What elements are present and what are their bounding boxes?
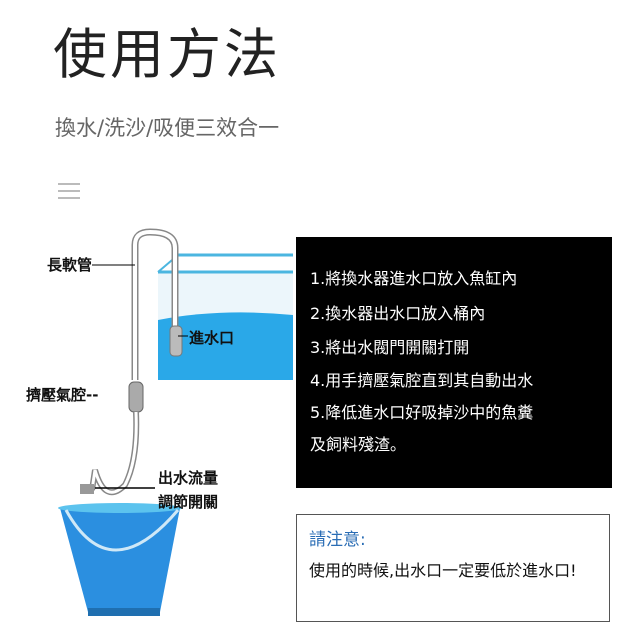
page-title: 使用方法 bbox=[53, 23, 281, 86]
label-hose: 長軟管 bbox=[47, 256, 93, 274]
fish-tank bbox=[157, 253, 293, 380]
steps-panel: 1.將換水器進水口放入魚缸內 2.換水器出水口放入桶內 3.將出水閥門開關打開 … bbox=[296, 237, 612, 488]
notice-body: 使用的時候,出水口一定要低於進水口! bbox=[309, 561, 577, 580]
menu-icon[interactable] bbox=[58, 178, 80, 204]
inlet-tube bbox=[169, 325, 183, 357]
step-2: 2.換水器出水口放入桶內 bbox=[310, 304, 486, 323]
flow-valve bbox=[80, 484, 94, 494]
page-subtitle: 換水/洗沙/吸便三效合一 bbox=[55, 116, 280, 140]
notice-box: 請注意: 使用的時候,出水口一定要低於進水口! bbox=[296, 514, 610, 622]
step-4: 4.用手擠壓氣腔直到其自動出水 bbox=[310, 371, 534, 390]
bucket bbox=[58, 503, 182, 616]
step-3: 3.將出水閥門開關打開 bbox=[310, 338, 470, 357]
label-valve-line2: 調節開關 bbox=[158, 493, 219, 511]
label-valve-line1: 出水流量 bbox=[158, 469, 219, 487]
step-5-cont: 及飼料殘渣。 bbox=[310, 435, 407, 454]
label-inlet: 進水口 bbox=[189, 329, 235, 347]
step-5: 5.降低進水口好吸掉沙中的魚糞 bbox=[310, 403, 534, 422]
label-bulb: 擠壓氣腔-- bbox=[26, 386, 99, 404]
squeeze-bulb bbox=[128, 381, 144, 413]
step-1: 1.將換水器進水口放入魚缸內 bbox=[310, 269, 518, 288]
notice-heading: 請注意: bbox=[309, 530, 366, 550]
